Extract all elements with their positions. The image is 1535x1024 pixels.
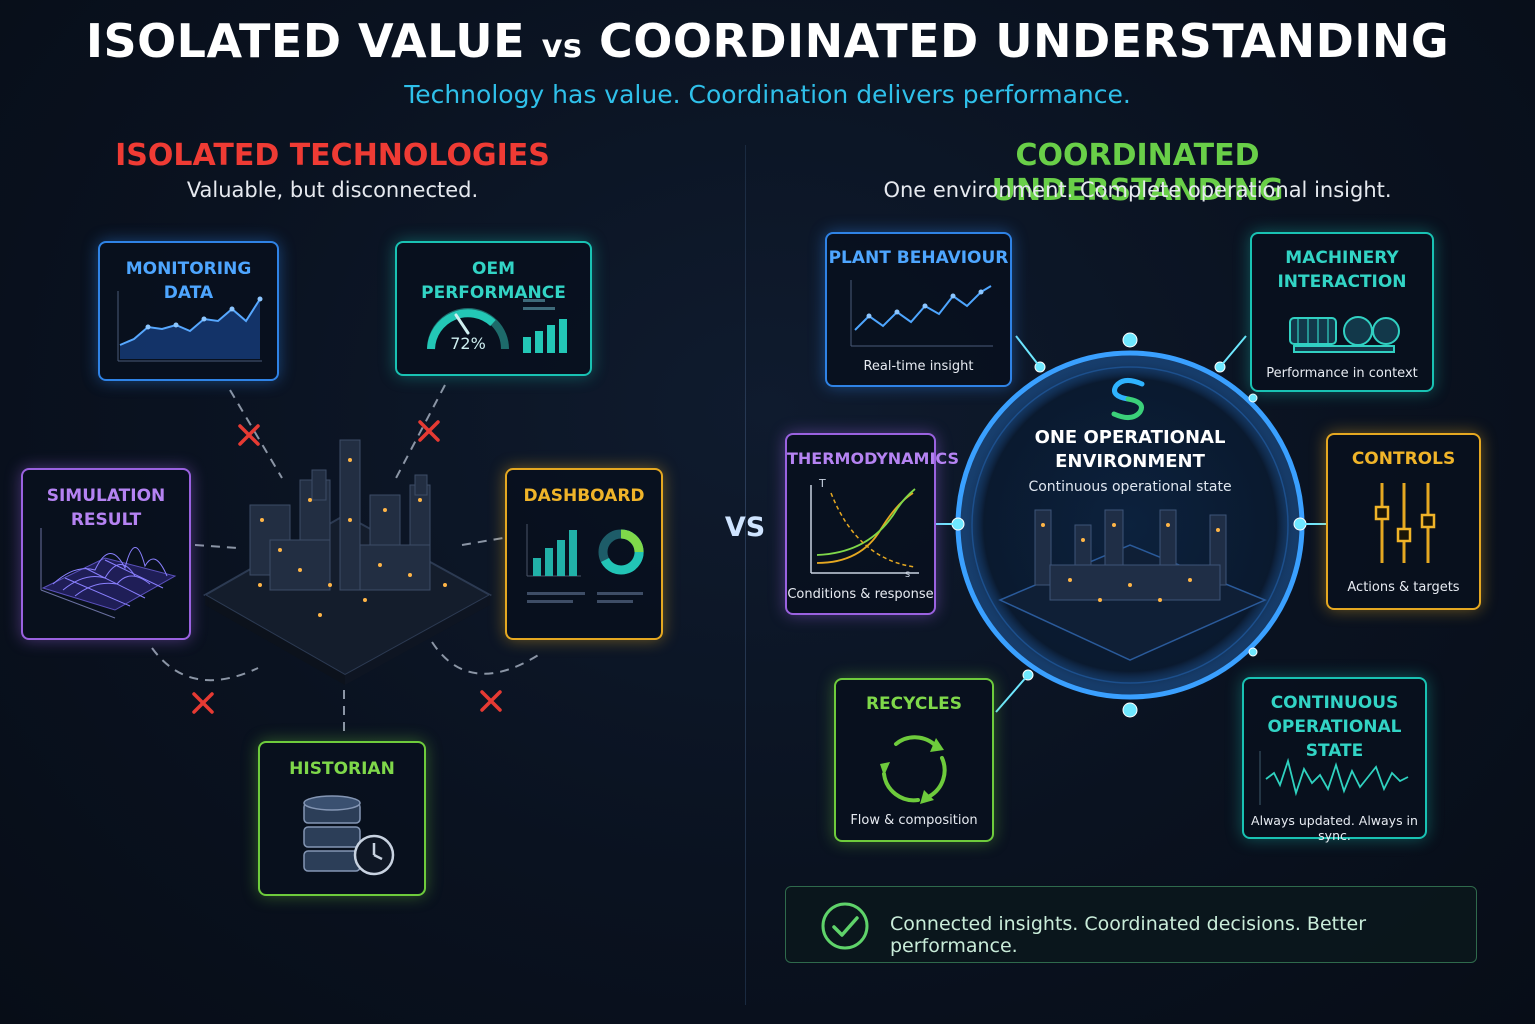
vs-label: VS	[724, 512, 766, 543]
x-mark-icon	[480, 690, 502, 712]
surface-plot-icon	[40, 528, 177, 619]
card-machinery-interaction: MACHINERY INTERACTION Performance in cont…	[1250, 232, 1434, 392]
pump-icon	[1289, 316, 1400, 353]
line-chart-icon	[117, 291, 263, 362]
card-plant-behaviour: PLANT BEHAVIOUR Real-time insight	[825, 232, 1012, 387]
center-divider	[745, 145, 746, 1005]
card-title: CONTINUOUS OPERATIONAL STATE	[1244, 691, 1425, 763]
card-historian: HISTORIAN	[258, 741, 426, 896]
card-title-line2: OPERATIONAL STATE	[1267, 717, 1402, 761]
summary-banner: Connected insights. Coordinated decision…	[785, 886, 1477, 963]
phase-diagram-icon	[810, 485, 919, 574]
x-mark-icon	[192, 692, 214, 714]
card-oem-performance: OEM PERFORMANCE 72%	[395, 241, 592, 376]
page-subtitle: Technology has value. Coordination deliv…	[404, 80, 1131, 109]
card-caption: Performance in context	[1266, 366, 1418, 381]
card-title-line1: MACHINERY	[1285, 248, 1399, 268]
ring-title: ONE OPERATIONAL ENVIRONMENT	[1000, 426, 1260, 474]
banner-text: Connected insights. Coordinated decision…	[890, 913, 1367, 957]
card-title: MONITORING DATA	[125, 259, 252, 303]
card-thermodynamics: THERMODYNAMICS T s Conditions & response	[785, 433, 959, 615]
title-part-coordinated: COORDINATED UNDERSTANDING	[598, 14, 1450, 68]
right-section-subtitle: One environment. Complete operational in…	[883, 178, 1392, 202]
database-icon	[303, 795, 361, 872]
plant-icon	[998, 509, 1267, 661]
title-vs: vs	[541, 27, 583, 65]
left-dashed-lines	[151, 384, 544, 738]
card-caption: Actions & targets	[1347, 580, 1460, 595]
ring-title-line2: ENVIRONMENT	[1055, 451, 1205, 472]
card-title: HISTORIAN	[289, 759, 395, 779]
bar-chart-icon	[526, 524, 581, 577]
left-section-title: ISOLATED TECHNOLOGIES	[115, 138, 550, 173]
card-caption: Real-time insight	[863, 359, 974, 374]
plant-icon	[202, 439, 493, 685]
ring-title-line1: ONE OPERATIONAL	[1034, 427, 1226, 448]
check-circle-icon	[821, 902, 869, 950]
waveform-icon	[1259, 751, 1409, 805]
card-title: PLANT BEHAVIOUR	[828, 248, 1009, 268]
left-section-subtitle: Valuable, but disconnected.	[186, 178, 479, 202]
card-monitoring-data: MONITORING DATA	[98, 241, 279, 381]
right-section-title: COORDINATED UNDERSTANDING	[991, 138, 1284, 208]
card-continuous-state: CONTINUOUS OPERATIONAL STATE Always updat…	[1242, 677, 1427, 843]
card-title: MACHINERY INTERACTION	[1252, 246, 1432, 294]
line-chart-icon	[850, 280, 993, 347]
card-simulation-result: SIMULATION RESULT	[21, 468, 191, 640]
card-title-line2: INTERACTION	[1277, 272, 1407, 292]
bar-chart-icon	[523, 299, 567, 353]
card-title: OEM PERFORMANCE	[421, 259, 566, 303]
thermo-axis-t: T	[819, 477, 826, 490]
gauge-value: 72%	[450, 334, 486, 353]
card-recycles: RECYCLES Flow & composition	[834, 678, 994, 842]
card-dashboard: DASHBOARD	[505, 468, 663, 640]
gauge-icon	[427, 308, 509, 350]
card-caption: Flow & composition	[850, 813, 978, 828]
title-part-isolated: ISOLATED VALUE	[85, 14, 526, 68]
card-title: CONTROLS	[1351, 449, 1456, 469]
card-title-line1: CONTINUOUS	[1270, 693, 1399, 713]
clock-icon	[353, 834, 395, 876]
card-title: RECYCLES	[865, 694, 963, 714]
card-controls: CONTROLS Actions & targets	[1326, 433, 1481, 610]
card-title: SIMULATION RESULT	[46, 486, 166, 530]
operational-ring	[934, 332, 1326, 718]
x-mark-icon	[238, 424, 260, 446]
ring-subtitle: Continuous operational state	[1028, 479, 1232, 495]
card-title: THERMODYNAMICS	[787, 449, 959, 468]
dashboard-lines	[527, 592, 643, 603]
card-caption: Always updated. Always in sync.	[1251, 813, 1418, 843]
slider-icon	[1374, 483, 1436, 563]
x-mark-icon	[418, 420, 440, 442]
recycle-icon	[880, 735, 947, 804]
logo-icon	[1111, 378, 1145, 420]
card-caption: Conditions & response	[787, 587, 934, 602]
card-title: DASHBOARD	[523, 486, 645, 506]
page-title: ISOLATED VALUE vs COORDINATED UNDERSTAND…	[0, 14, 1535, 68]
donut-chart-icon	[598, 529, 644, 575]
thermo-axis-s: s	[905, 569, 911, 580]
